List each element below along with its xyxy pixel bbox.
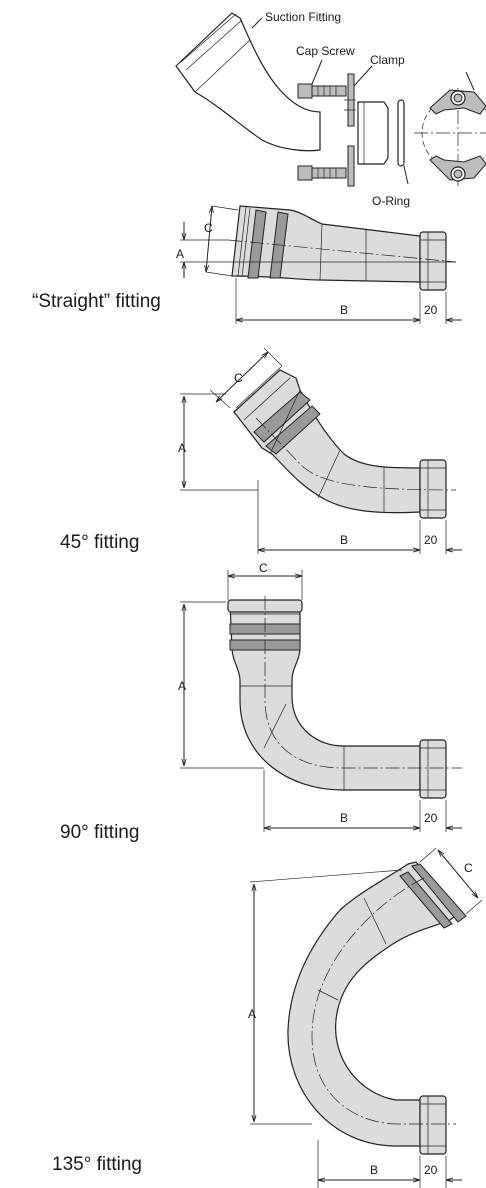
fitting90-dim-b: B bbox=[340, 811, 348, 825]
fitting135-dim-c: C bbox=[464, 861, 473, 875]
fitting135-dim-b: B bbox=[370, 1163, 378, 1177]
straight-dim-20: 20 bbox=[424, 303, 438, 317]
fitting90-dim-20: 20 bbox=[424, 811, 438, 825]
fitting-135-caption: 135° fitting bbox=[52, 1154, 142, 1175]
cap-screw-lower bbox=[297, 165, 313, 181]
fitting45-dim-20: 20 bbox=[424, 533, 438, 547]
fitting-90-drawing: A C B 20 bbox=[178, 561, 462, 832]
fitting45-dim-a: A bbox=[178, 441, 186, 455]
straight-dim-b: B bbox=[340, 303, 348, 317]
straight-fitting-caption: “Straight” fitting bbox=[32, 291, 161, 312]
straight-dim-a: A bbox=[176, 247, 184, 261]
fitting45-dim-b: B bbox=[340, 533, 348, 547]
cap-screw-upper bbox=[297, 83, 313, 99]
fitting135-dim-20: 20 bbox=[424, 1163, 438, 1177]
fitting-45-drawing: A C B 20 bbox=[178, 347, 462, 554]
fitting45-dim-c: C bbox=[234, 371, 243, 385]
fitting135-dim-a: A bbox=[248, 1007, 256, 1021]
fitting-45-caption: 45° fitting bbox=[60, 532, 140, 553]
o-ring-label: O-Ring bbox=[372, 194, 410, 208]
fitting90-dim-a: A bbox=[178, 679, 186, 693]
suction-fitting-label: Suction Fitting bbox=[265, 10, 341, 24]
fitting-135-drawing: A C B 20 bbox=[248, 847, 483, 1188]
clamp-label: Clamp bbox=[370, 53, 405, 67]
straight-dim-c: C bbox=[204, 221, 213, 235]
exploded-assembly: Suction Fitting Cap Screw Clamp O-Ring bbox=[175, 10, 486, 208]
straight-fitting-drawing: A C B 20 bbox=[176, 205, 462, 324]
fitting-90-caption: 90° fitting bbox=[60, 822, 140, 843]
cap-screw-label: Cap Screw bbox=[296, 44, 355, 58]
fitting90-dim-c: C bbox=[259, 561, 268, 575]
